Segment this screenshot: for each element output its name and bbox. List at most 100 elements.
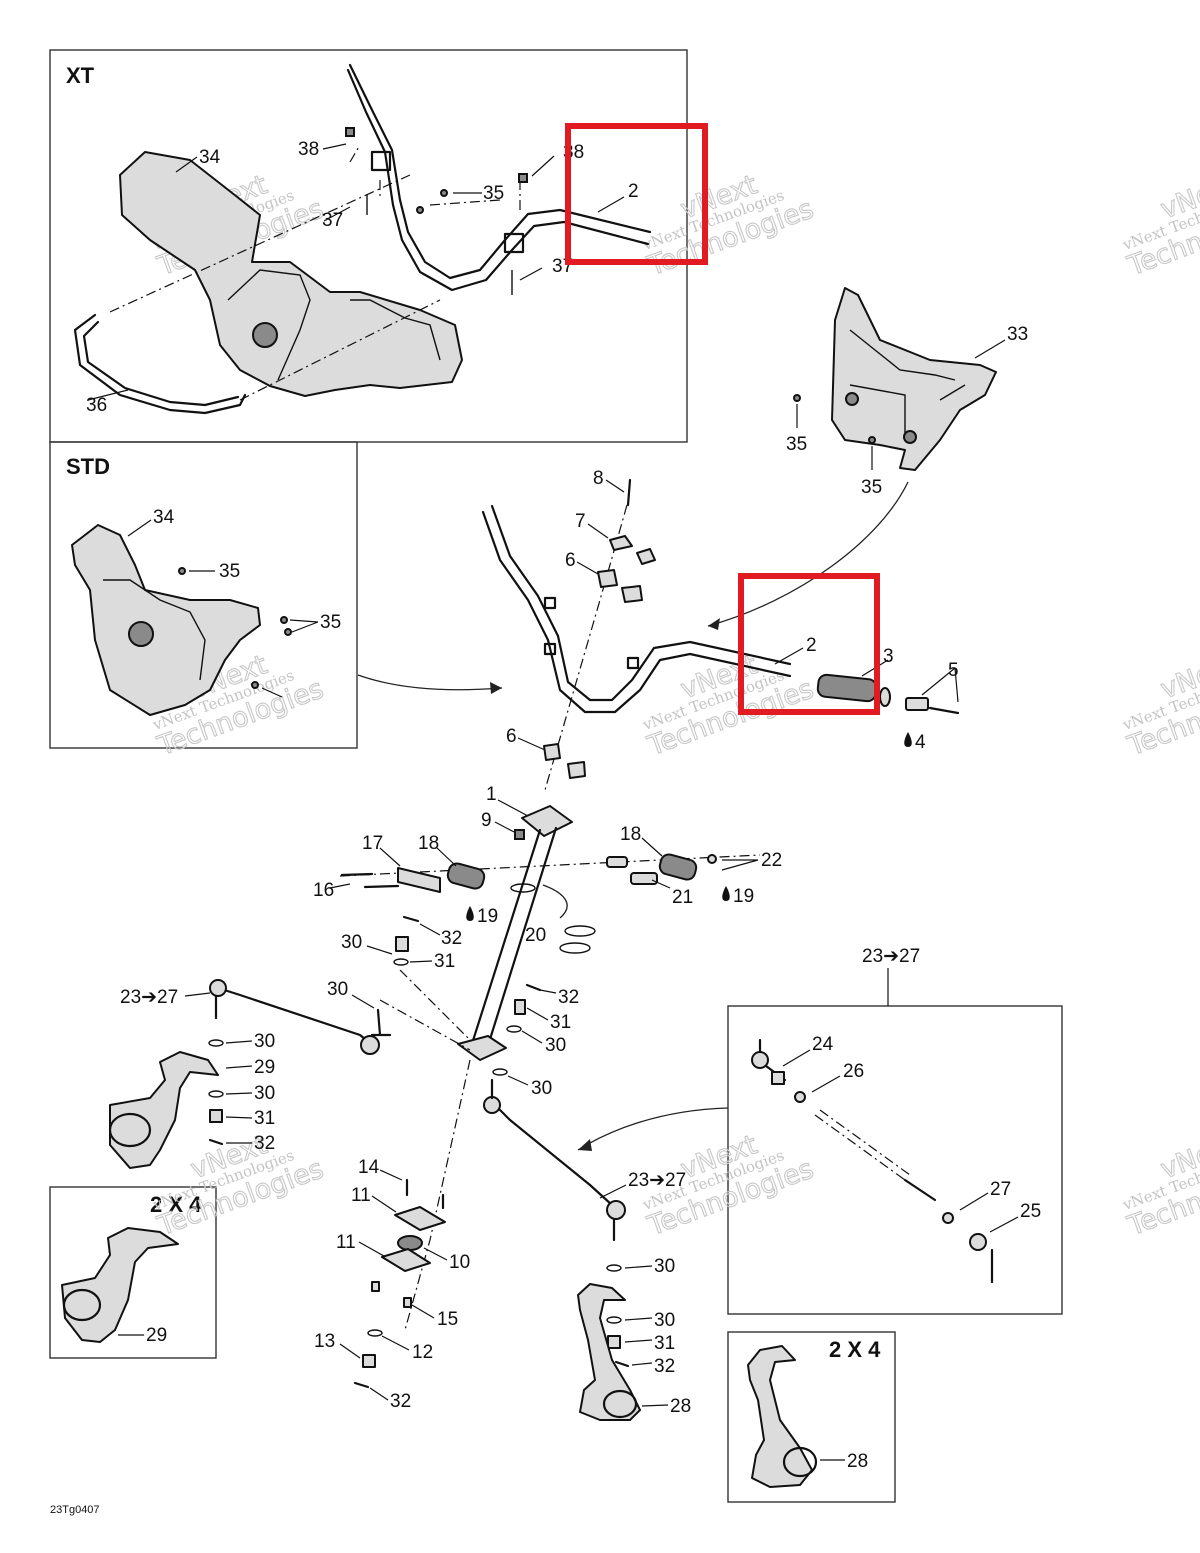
callout-31-left-knuckle: 31 [254,1108,275,1129]
nut-13 [362,1354,376,1368]
xt-screw-35-a [440,189,448,197]
callout-7: 7 [575,511,586,532]
left-column-hardware: 32 31 30 30 [327,915,471,1051]
bolt-8 [626,478,632,507]
left-tie-rod [216,986,378,1050]
std-panel-label: STD [66,454,110,479]
right-tie-rod-studs [490,1078,616,1242]
twobyfour-right-knuckle-body [747,1345,813,1488]
link-17 [397,867,441,893]
tie-rod-detail: 23➔27 24 26 27 25 [751,946,1041,1284]
support-hardware: 17 18 18 16 22 21 19 19 20 [313,824,782,954]
column-axis-dash-bottom [404,1059,471,1331]
callout-30-left-knuckle-a: 30 [254,1031,275,1052]
nut-15-right [403,1297,412,1308]
std-handlebar-cover [71,524,261,716]
xt-bolts-37 [366,195,513,295]
stud-30-left [370,1008,392,1037]
callout-32-right-knuckle: 32 [654,1356,675,1377]
lubricant-drop-icon-19-right [722,886,730,901]
washer-12 [367,1329,383,1337]
callout-20: 20 [525,925,546,946]
o-ring-arrow [542,884,568,919]
tie-rod-shaft-end [903,1178,937,1202]
bolt-30-upper-left [395,936,409,952]
main-handlebar-assembly: 2 3 5 4 [481,504,960,753]
washer-30-left-knuckle-b [208,1090,224,1098]
handlebar-tab-b [543,642,557,656]
callout-31-right-knuckle: 31 [654,1333,675,1354]
left-tie-rod-leader [184,992,211,997]
nut-31-right [514,999,526,1015]
xt-clamp-right [503,232,525,254]
bracket-33-bushing-a [845,392,859,406]
bracket-arrowhead [708,618,720,630]
twobyfour-right-knuckle: 28 [747,1345,868,1488]
callout-23-27-right: 23➔27 [628,1170,686,1191]
callout-35-std-b: 35 [320,612,341,633]
callout-28-twobyfour: 28 [847,1451,868,1472]
main-handlebar [481,504,792,714]
handlebar-tab-a [543,596,557,610]
callout-15: 15 [437,1309,458,1330]
right-steering-knuckle [577,1283,641,1421]
column-ring [510,883,536,893]
right-tie-rod-end-inner [483,1096,501,1114]
callout-12: 12 [412,1342,433,1363]
callout-29-left-knuckle: 29 [254,1057,275,1078]
callout-32-left-knuckle: 32 [254,1133,275,1154]
xt-panel-frame [49,49,688,443]
left-tie-rod-assembly: 23➔27 30 29 30 31 32 [108,979,380,1169]
o-ring-20-b [559,942,591,954]
callout-34-std: 34 [153,507,175,528]
washer-31-upper-left [393,958,409,966]
twobyfour-left-panel-label: 2 X 4 [150,1192,202,1217]
bearing-flange-11-lower [381,1248,431,1272]
tie-rod-detail-panel-frame [727,1005,1063,1315]
callout-34-xt: 34 [199,147,221,168]
bracket-33 [831,287,997,471]
callout-2-xt: 2 [628,181,639,202]
bracket-screw-35-b [868,436,876,444]
nut-31-right-knuckle [607,1335,621,1349]
std-screw-35-d [251,681,259,689]
callout-22: 22 [761,850,782,871]
washer-30-right-knuckle-b [606,1316,622,1324]
clamp-7 [609,535,656,565]
callout-30-stud-left: 30 [327,979,348,1000]
callout-11-lower: 11 [336,1232,356,1253]
watermark-3: vNext vNext Technologies Technologies [1119,169,1200,283]
xt-panel-label: XT [66,63,95,88]
tie-rod-detail-leaders [782,1049,1019,1233]
callout-19-left: 19 [477,906,498,927]
cotter-32-left-knuckle [208,1138,224,1146]
left-hardware-leaders [351,923,441,1009]
watermark-6: vNext vNext Technologies Technologies [1119,649,1200,763]
callout-35-xt: 35 [483,183,504,204]
bar-end-screw [928,706,960,715]
left-knuckle-bore [108,1112,152,1148]
xt-assembly: 34 38 38 37 37 35 2 36 [73,63,652,416]
xt-cover-panel-line [227,269,311,381]
column-top-leaders [517,479,625,751]
sleeve-21 [630,872,658,885]
xt-cover-logo [252,322,278,348]
panel-frames [49,49,1063,1503]
support-leaders [329,837,759,889]
lower-bearing-leaders [339,1169,448,1401]
watermark-5: vNext vNext Technologies Technologies [639,649,818,763]
column-leaders [494,799,529,833]
cotter-32-bottom [353,1381,370,1389]
cotter-32-right [525,983,542,992]
twobyfour-left-panel-frame [49,1186,217,1359]
xt-nut-38-right [518,173,528,183]
callout-37-xt-left: 37 [322,210,343,231]
bar-end-plug [905,697,929,711]
right-hardware-leaders [507,989,557,1086]
nut-27 [942,1212,954,1224]
callout-35-std-a: 35 [219,561,240,582]
callout-36-xt: 36 [86,395,107,416]
nut-15-left [371,1281,380,1292]
callout-14: 14 [358,1157,380,1178]
